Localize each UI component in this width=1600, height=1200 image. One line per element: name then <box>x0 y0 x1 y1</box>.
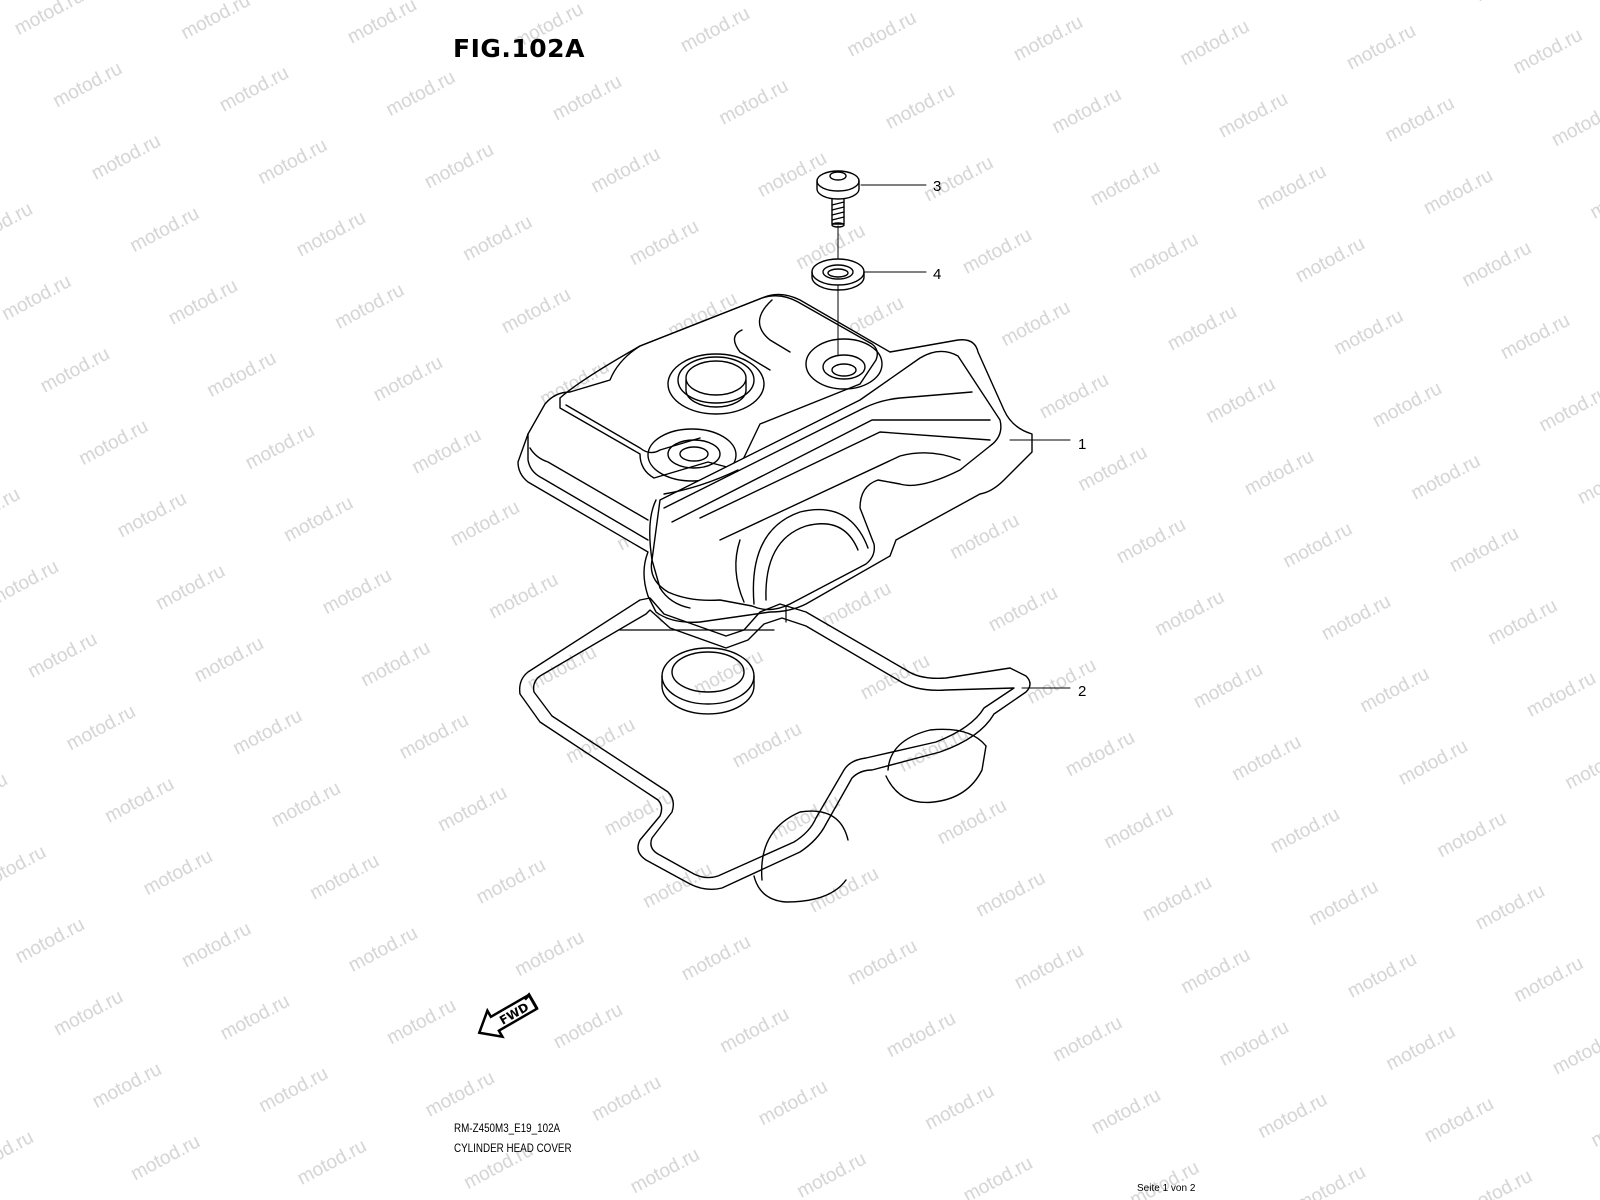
figure-code: RM-Z450M3_E19_102A <box>454 1121 561 1135</box>
forward-arrow-icon: FWD <box>477 992 539 1039</box>
callout-2: 2 <box>1078 683 1086 700</box>
callout-1: 1 <box>1078 436 1086 453</box>
page-number: Seite 1 von 2 <box>1137 1183 1196 1194</box>
part-2-gasket <box>518 597 1071 903</box>
callout-3: 3 <box>933 178 941 195</box>
figure-title: FIG.102A <box>453 34 585 63</box>
part-4-washer <box>811 258 865 291</box>
callout-4: 4 <box>933 266 941 283</box>
part-1-head-cover <box>517 293 1071 623</box>
figure-name: CYLINDER HEAD COVER <box>454 1141 572 1155</box>
part-3-bolt <box>816 170 860 228</box>
